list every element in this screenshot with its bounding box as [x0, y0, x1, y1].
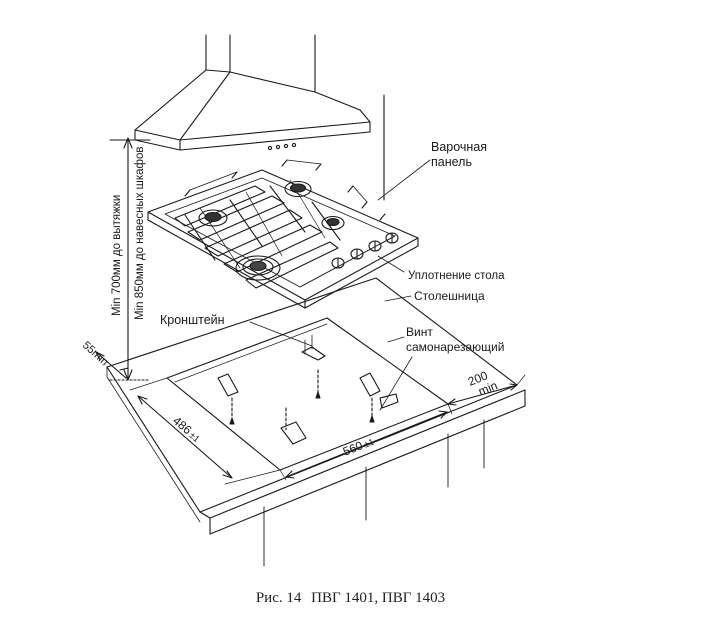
gas-hob-icon [147, 159, 419, 309]
width-tolerance: ±1 [362, 437, 375, 450]
countertop-label: Столешница [414, 289, 485, 303]
leader-lines [249, 159, 431, 411]
table-seal-label: Уплотнение стола [408, 270, 505, 282]
wall-gap-dimension [95, 351, 127, 379]
range-hood-icon [134, 34, 385, 201]
width-value: 560 [341, 438, 365, 459]
side-gap-unit: min [476, 378, 499, 398]
wall-gap-text: 55min [80, 339, 110, 368]
width-dimension-text: 560 ±1 [341, 437, 375, 459]
min-cabinet-distance-label: Min 850мм до навесных шкафов [134, 146, 146, 320]
screw-label: Винт [406, 325, 433, 339]
depth-tolerance: ±1 [188, 430, 202, 444]
side-gap-text: 200 min [466, 368, 500, 398]
burner-icon [198, 180, 345, 281]
figure-caption: Рис. 14 ПВГ 1401, ПВГ 1403 [0, 590, 701, 607]
depth-dimension [129, 377, 281, 485]
control-knob-icon [331, 232, 399, 269]
min-hood-distance-label: Min 700мм до вытяжки [111, 195, 123, 316]
figure-number: Рис. 14 [255, 590, 302, 606]
cooking-panel-label-line2: панель [431, 155, 472, 169]
screw-label-line2: самонарезающий [406, 340, 504, 354]
bracket-icon [217, 334, 399, 445]
depth-dimension-text: 486 ±1 [170, 414, 202, 444]
figure-models: ПВГ 1401, ПВГ 1403 [311, 590, 446, 606]
cooking-panel-label: Варочная [431, 140, 487, 154]
bracket-label: Кронштейн [160, 313, 225, 327]
side-gap-dimension [447, 374, 526, 406]
screw-icon [229, 369, 375, 431]
width-dimension [279, 403, 453, 481]
height-dimension [109, 137, 151, 381]
